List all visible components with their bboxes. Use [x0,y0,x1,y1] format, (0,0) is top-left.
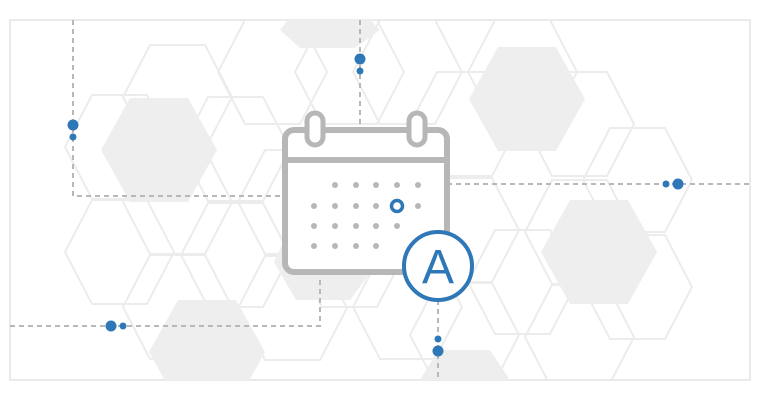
connector-dot-bottom-small [434,335,442,343]
connector-line-top-left [72,20,288,197]
connector-dot-top-small [356,67,364,75]
badge-letter: A [422,241,454,294]
calendar-ring-right [406,110,428,148]
calendar-date-dots [311,182,421,249]
connector-dot-top-large [354,53,366,65]
connector-dot-bottom-left-small [119,322,127,330]
connector-dot-left-large [67,119,79,131]
connector-dot-left-small [69,133,77,141]
connector-dot-bottom-large [432,345,444,357]
connector-dot-right-large [672,178,684,190]
calendar-ring-left [304,110,326,148]
calendar-icon [282,110,450,275]
connector-dot-right-small [662,180,670,188]
calendar-selected-date [389,198,405,214]
connector-dot-bottom-left-large [105,320,117,332]
letter-a-badge-icon: A [402,230,474,302]
connector-dots [67,53,684,357]
